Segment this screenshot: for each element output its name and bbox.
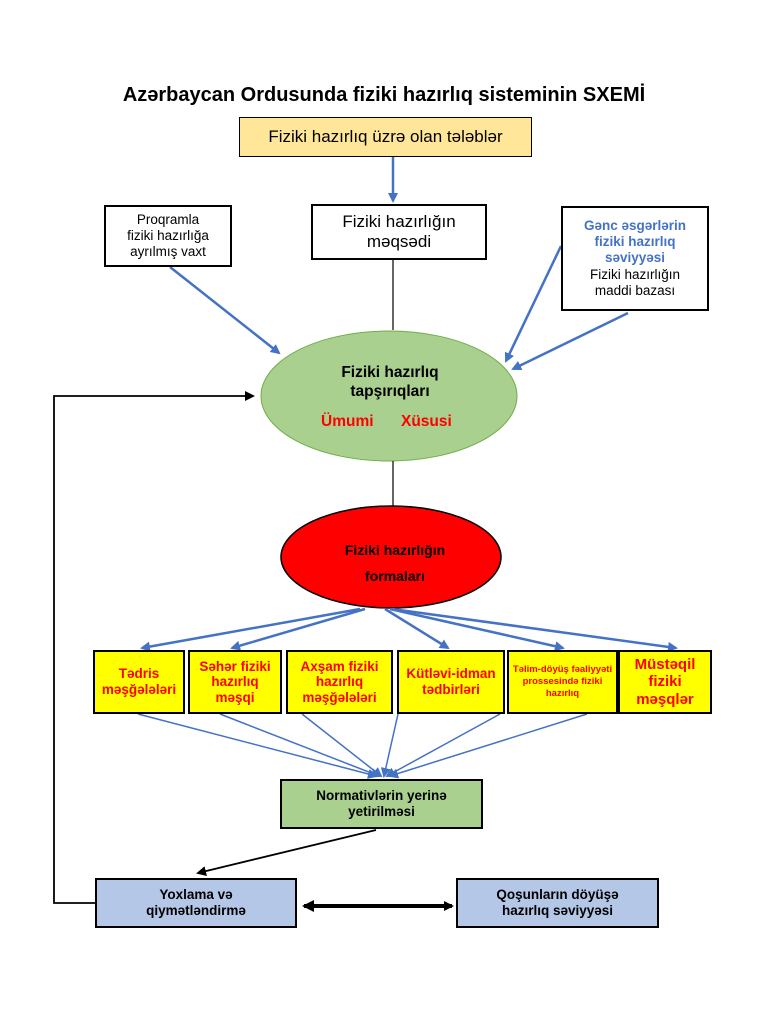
arrows-forms-to-items (140, 607, 678, 652)
requirements-box: Fiziki hazırlıq üzrə olan tələblər (239, 117, 532, 157)
time-line2: fiziki hazırlığa (127, 227, 209, 243)
form-item-box: Səhər fiziki hazırlıq məşqi (188, 650, 282, 714)
arrow-item-to-norms (219, 713, 381, 778)
level-blue-line3: səviyyəsi (604, 250, 666, 266)
arrow-norms-to-evaluation (196, 829, 377, 876)
level-line5: maddi bazası (594, 282, 676, 298)
level-box: Gənc əsgərlərin fiziki hazırlıq səviyyəs… (561, 206, 709, 311)
norms-line2: yetirilməsi (348, 804, 415, 819)
feedback-loop-arrow (53, 391, 255, 904)
tasks-ellipse (260, 330, 518, 462)
tasks-label: Fiziki hazırlıq tapşırıqları (300, 363, 480, 402)
arrow-item-to-norms (388, 713, 588, 779)
tasks-line2: tapşırıqları (350, 383, 430, 401)
form-item-label: Tədris məşğələləri (101, 666, 177, 697)
arrow-forms-to-item (140, 607, 361, 652)
form-item-label: Müstəqil fiziki məşqlər (634, 656, 696, 708)
forms-line1: Fiziki hazırlığın (344, 542, 446, 558)
arrow-item-to-norms (301, 713, 383, 778)
arrow-item-to-norms (380, 713, 399, 778)
tasks-general: Ümumi (321, 413, 374, 430)
norms-line1: Normativlərin yerinə (316, 787, 447, 803)
arrow-time-to-tasks (169, 266, 281, 355)
form-item-label: Kütləvi-idman tədbirləri (406, 666, 496, 697)
time-line1: Proqramla (136, 211, 200, 227)
arrow-level-to-tasks-1 (504, 245, 563, 363)
readiness-box: Qoşunların döyüşə hazırlıq səviyyəsi (456, 878, 659, 928)
form-item-label: Axşam fiziki hazırlıq məşğələləri (300, 658, 379, 705)
evaluation-line2: qiymətləndirmə (146, 903, 246, 918)
tasks-special: Xüsusi (401, 413, 452, 430)
level-line4: Fiziki hazırlığın (589, 266, 681, 282)
form-item-box: Axşam fiziki hazırlıq məşğələləri (286, 650, 393, 714)
requirements-label: Fiziki hazırlıq üzrə olan tələblər (268, 126, 503, 146)
forms-line2: formaları (365, 567, 425, 584)
page-title: Azərbaycan Ordusunda fiziki hazırlıq sis… (122, 84, 646, 106)
arrow-forms-to-item (230, 607, 366, 651)
form-item-box: Kütləvi-idman tədbirləri (397, 650, 505, 714)
goal-box: Fiziki hazırlığın məqsədi (311, 204, 487, 260)
arrow-level-to-tasks-2 (511, 311, 629, 371)
tasks-line1: Fiziki hazırlıq (341, 364, 439, 381)
level-blue-line1: Gənc əsgərlərin (583, 218, 687, 234)
goal-line1: Fiziki hazırlığın (342, 211, 456, 231)
arrow-item-to-norms (385, 713, 501, 777)
goal-line2: məqsədi (366, 232, 432, 251)
arrow-forms-to-item (391, 607, 678, 652)
form-item-label: Təlim-döyüş fəaliyyəti prossesində fizik… (512, 664, 613, 699)
evaluation-box: Yoxlama və qiymətləndirmə (95, 878, 297, 928)
level-blue-line2: fiziki hazırlıq (594, 234, 676, 250)
form-item-box: Tədris məşğələləri (93, 650, 185, 714)
form-item-label: Səhər fiziki hazırlıq məşqi (199, 658, 271, 705)
arrow-forms-to-item (389, 607, 565, 652)
readiness-line2: hazırlıq səviyyəsi (501, 903, 614, 918)
form-item-box: Təlim-döyüş fəaliyyəti prossesində fizik… (507, 650, 618, 714)
arrow-forms-to-item (384, 607, 450, 650)
norms-box: Normativlərin yerinə yetirilməsi (280, 779, 483, 829)
arrows-items-to-norms (137, 713, 588, 779)
forms-label: Fiziki hazırlığın formaları (300, 538, 490, 590)
evaluation-line1: Yoxlama və (159, 886, 233, 902)
time-line3: ayrılmış vaxt (130, 244, 206, 260)
readiness-line1: Qoşunların döyüşə (496, 886, 619, 902)
form-item-box: Müstəqil fiziki məşqlər (618, 650, 712, 714)
arrow-item-to-norms (137, 713, 378, 779)
time-box: Proqramla fiziki hazırlığa ayrılmış vaxt (104, 205, 232, 267)
